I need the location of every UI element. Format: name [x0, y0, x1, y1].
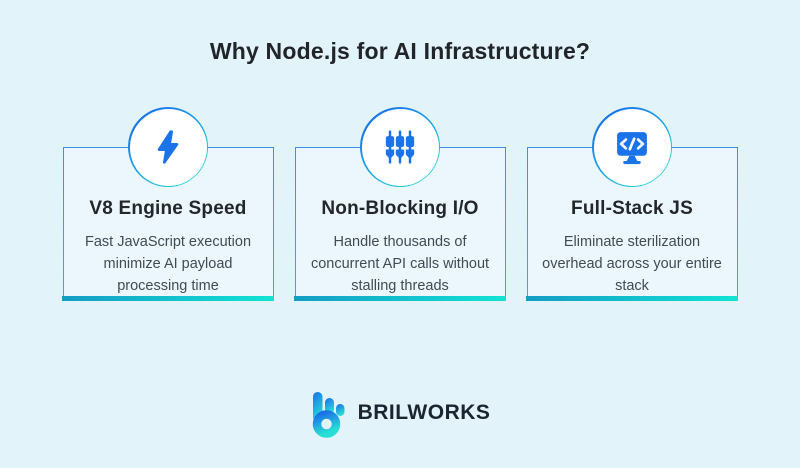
feature-card-non-blocking-io: Non-Blocking I/O Handle thousands of con… [294, 107, 506, 301]
card-title: Non-Blocking I/O [321, 198, 479, 219]
icon-circle [592, 107, 672, 187]
brand-name: BRILWORKS [357, 401, 491, 424]
card-description: Eliminate sterilization overhead across … [542, 234, 722, 294]
icon-circle [128, 107, 208, 187]
card-body: Full-Stack JS Eliminate sterilization ov… [526, 147, 738, 301]
card-title: V8 Engine Speed [89, 198, 247, 219]
brilworks-logo-icon [310, 388, 348, 438]
brand-footer: BRILWORKS [0, 388, 800, 438]
bolt-icon [149, 128, 187, 166]
card-description: Handle thousands of concurrent API calls… [310, 234, 490, 294]
card-description: Fast JavaScript execution minimize AI pa… [84, 234, 252, 294]
infographic-page: Why Node.js for AI Infrastructure? V8 En… [0, 38, 800, 468]
feature-card-v8-engine-speed: V8 Engine Speed Fast JavaScript executio… [62, 107, 274, 301]
card-body: Non-Blocking I/O Handle thousands of con… [294, 147, 506, 301]
code-monitor-icon [611, 126, 653, 168]
feature-cards-row: V8 Engine Speed Fast JavaScript executio… [0, 107, 800, 301]
sliders-icon [380, 127, 420, 167]
feature-card-full-stack-js: Full-Stack JS Eliminate sterilization ov… [526, 107, 738, 301]
page-title: Why Node.js for AI Infrastructure? [209, 38, 591, 64]
icon-circle [360, 107, 440, 187]
card-title: Full-Stack JS [571, 198, 693, 219]
